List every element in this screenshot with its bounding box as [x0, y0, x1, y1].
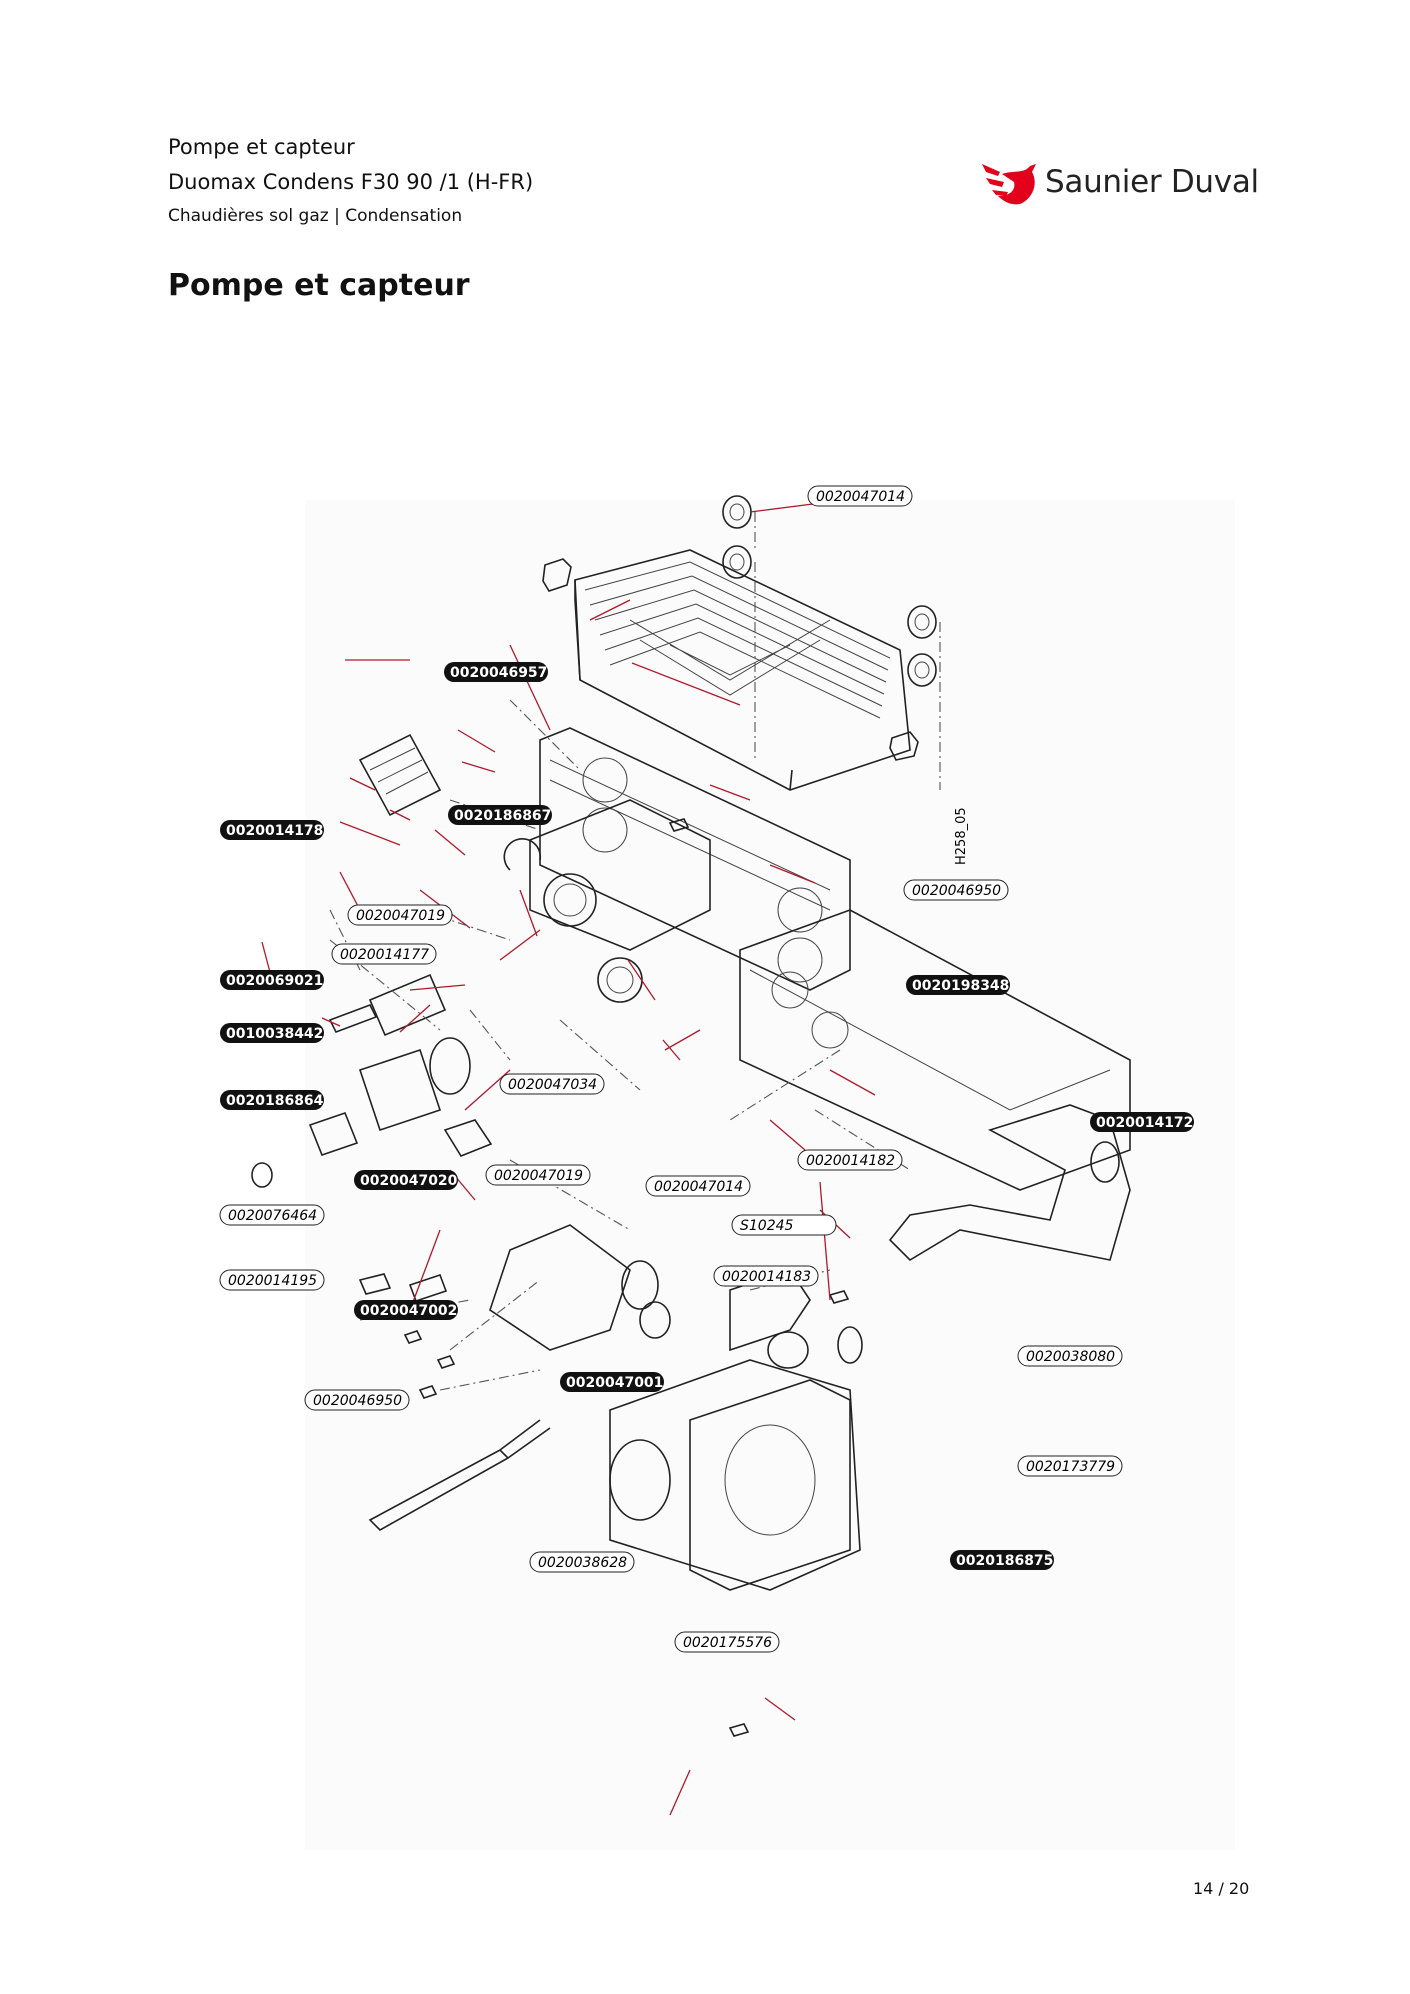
- document-title: Pompe et capteur: [168, 135, 355, 159]
- svg-text:0020038080: 0020038080: [1026, 1349, 1115, 1365]
- svg-text:0020014195: 0020014195: [228, 1273, 317, 1289]
- part-label-l22: 0020047002: [354, 1300, 458, 1320]
- product-model: Duomax Condens F30 90 /1 (H-FR): [168, 170, 534, 194]
- svg-text:0020198348: 0020198348: [912, 978, 1009, 994]
- product-category: Chaudières sol gaz | Condensation: [168, 206, 463, 226]
- pump-clip-handle: [368, 1419, 551, 1531]
- svg-text:0020014178: 0020014178: [226, 823, 323, 839]
- svg-text:0020014172: 0020014172: [1096, 1115, 1193, 1131]
- brand-name: Saunier Duval: [1045, 164, 1259, 200]
- part-label-l13: 0020014172: [1090, 1112, 1194, 1132]
- svg-text:0020047014: 0020047014: [816, 489, 905, 505]
- part-label-l01: 0020047014: [807, 485, 913, 507]
- part-label-l03: 0020014178: [220, 820, 324, 840]
- part-label-l19: S10245: [731, 1214, 837, 1236]
- part-label-l16: 0020047019: [485, 1164, 591, 1186]
- part-label-l21: 0020014183: [713, 1265, 819, 1287]
- part-label-l05: 0020046950: [903, 879, 1009, 901]
- svg-text:0020046950: 0020046950: [313, 1393, 402, 1409]
- section-title: Pompe et capteur: [168, 268, 470, 303]
- svg-text:0020047002: 0020047002: [360, 1303, 457, 1319]
- part-label-l18: 0020076464: [219, 1204, 325, 1226]
- svg-text:0020186864: 0020186864: [226, 1093, 324, 1109]
- svg-text:0010038442: 0010038442: [226, 1026, 323, 1042]
- svg-text:0020186867: 0020186867: [454, 808, 551, 824]
- svg-text:0020175576: 0020175576: [683, 1635, 772, 1651]
- part-label-l11: 0020047034: [499, 1073, 605, 1095]
- part-label-l02: 0020046957: [444, 662, 548, 682]
- svg-text:0020047020: 0020047020: [360, 1173, 458, 1189]
- svg-text:0020047034: 0020047034: [508, 1077, 597, 1093]
- part-label-l04: 0020186867: [448, 805, 552, 825]
- svg-text:0020038628: 0020038628: [538, 1555, 627, 1571]
- svg-text:0020047019: 0020047019: [494, 1168, 583, 1184]
- mounting-frame: [539, 727, 851, 991]
- part-label-l27: 0020186875: [950, 1550, 1054, 1570]
- part-label-l29: 0020175576: [674, 1631, 780, 1653]
- pressure-sensor: [328, 973, 447, 1037]
- saunier-duval-bird-logo-icon: [982, 164, 1036, 205]
- part-label-l24: 0020047001: [560, 1372, 664, 1392]
- pump-manifold: [358, 1224, 659, 1351]
- part-label-l15: 0020047020: [354, 1170, 458, 1190]
- svg-text:0020046950: 0020046950: [912, 883, 1001, 899]
- part-label-l12: 0020186864: [220, 1090, 324, 1110]
- screws: [403, 818, 850, 1737]
- part-label-l10: 0010038442: [220, 1023, 324, 1043]
- part-label-l06: 0020047019: [347, 904, 453, 926]
- svg-text:0020014182: 0020014182: [806, 1153, 895, 1169]
- part-label-l25: 0020046950: [304, 1389, 410, 1411]
- part-label-l20: 0020014195: [219, 1269, 325, 1291]
- svg-text:0020047014: 0020047014: [654, 1179, 743, 1195]
- part-label-l26: 0020173779: [1017, 1455, 1123, 1477]
- svg-text:0020046957: 0020046957: [450, 665, 547, 681]
- svg-text:0020186875: 0020186875: [956, 1553, 1053, 1569]
- o-ring-seals: [722, 495, 937, 687]
- svg-text:0020076464: 0020076464: [228, 1208, 317, 1224]
- bottom-support-plate: [739, 909, 1131, 1191]
- threaded-adapter: [358, 1037, 471, 1132]
- plate-heat-exchanger: [542, 549, 919, 791]
- svg-text:0020014177: 0020014177: [340, 947, 429, 963]
- svg-text:0020014183: 0020014183: [722, 1269, 811, 1285]
- part-label-l14: 0020014182: [797, 1149, 903, 1171]
- exploded-parts-diagram: H258_05 0020047014 0020046950 0020047019…: [219, 485, 1235, 1850]
- svg-text:0020173779: 0020173779: [1026, 1459, 1115, 1475]
- drawing-reference: H258_05: [954, 807, 969, 865]
- part-label-l28: 0020038628: [529, 1551, 635, 1573]
- part-label-l08: 0020069021: [220, 970, 324, 990]
- page-number: 14 / 20: [1193, 1879, 1250, 1898]
- part-label-l09: 0020198348: [906, 975, 1010, 995]
- temperature-sensor: [251, 1111, 359, 1188]
- svg-text:0020047001: 0020047001: [566, 1375, 663, 1391]
- sensor-connector: [443, 1119, 493, 1157]
- svg-text:S10245: S10245: [740, 1218, 794, 1234]
- svg-text:0020047019: 0020047019: [356, 908, 445, 924]
- svg-text:0020069021: 0020069021: [226, 973, 323, 989]
- part-label-l23: 0020038080: [1017, 1345, 1123, 1367]
- part-label-l17: 0020047014: [645, 1175, 751, 1197]
- filter-cartridge: [358, 733, 442, 817]
- part-label-l07: 0020014177: [331, 943, 437, 965]
